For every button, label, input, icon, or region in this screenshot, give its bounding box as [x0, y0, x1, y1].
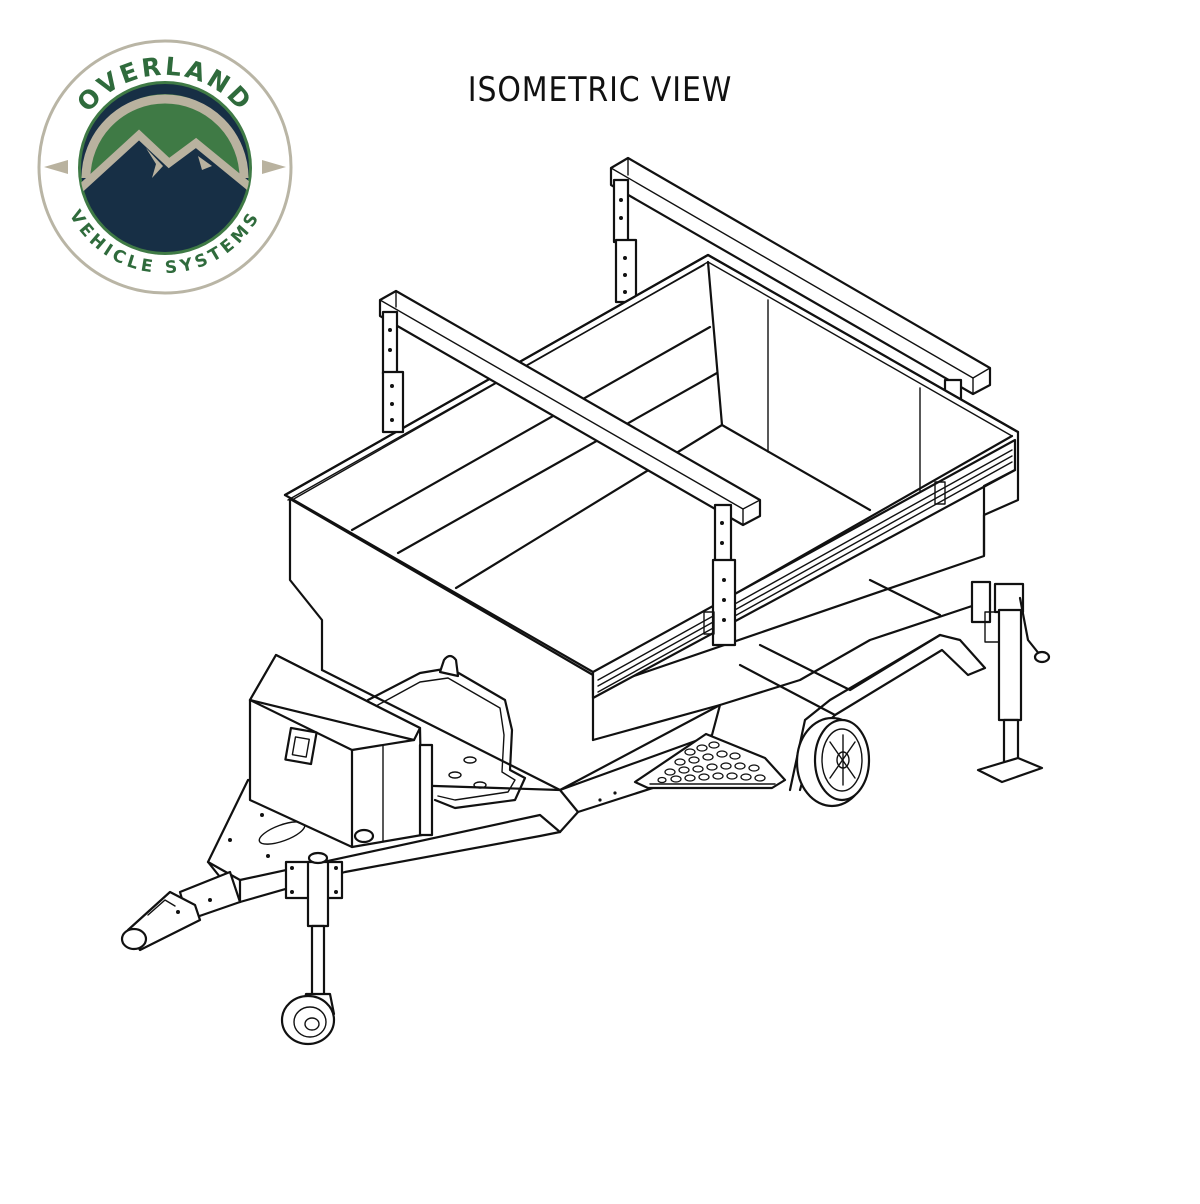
- front-handle-bar: [366, 654, 527, 810]
- step-plate: [633, 732, 787, 790]
- trailer-wheel: [795, 716, 871, 808]
- tongue-jack: [280, 851, 344, 1046]
- overland-vehicle-systems-logo: OVERLAND VEHICLE SYSTEMS: [36, 38, 294, 296]
- tongue-toolbox: [248, 653, 434, 849]
- page-title: ISOMETRIC VIEW: [467, 70, 733, 110]
- hitch-coupler: [120, 870, 242, 952]
- roof-rack-crossbar-front: [378, 289, 946, 647]
- logo-badge-icon: OVERLAND VEHICLE SYSTEMS: [37, 39, 293, 295]
- rear-stabilizer-jack: [970, 580, 1051, 784]
